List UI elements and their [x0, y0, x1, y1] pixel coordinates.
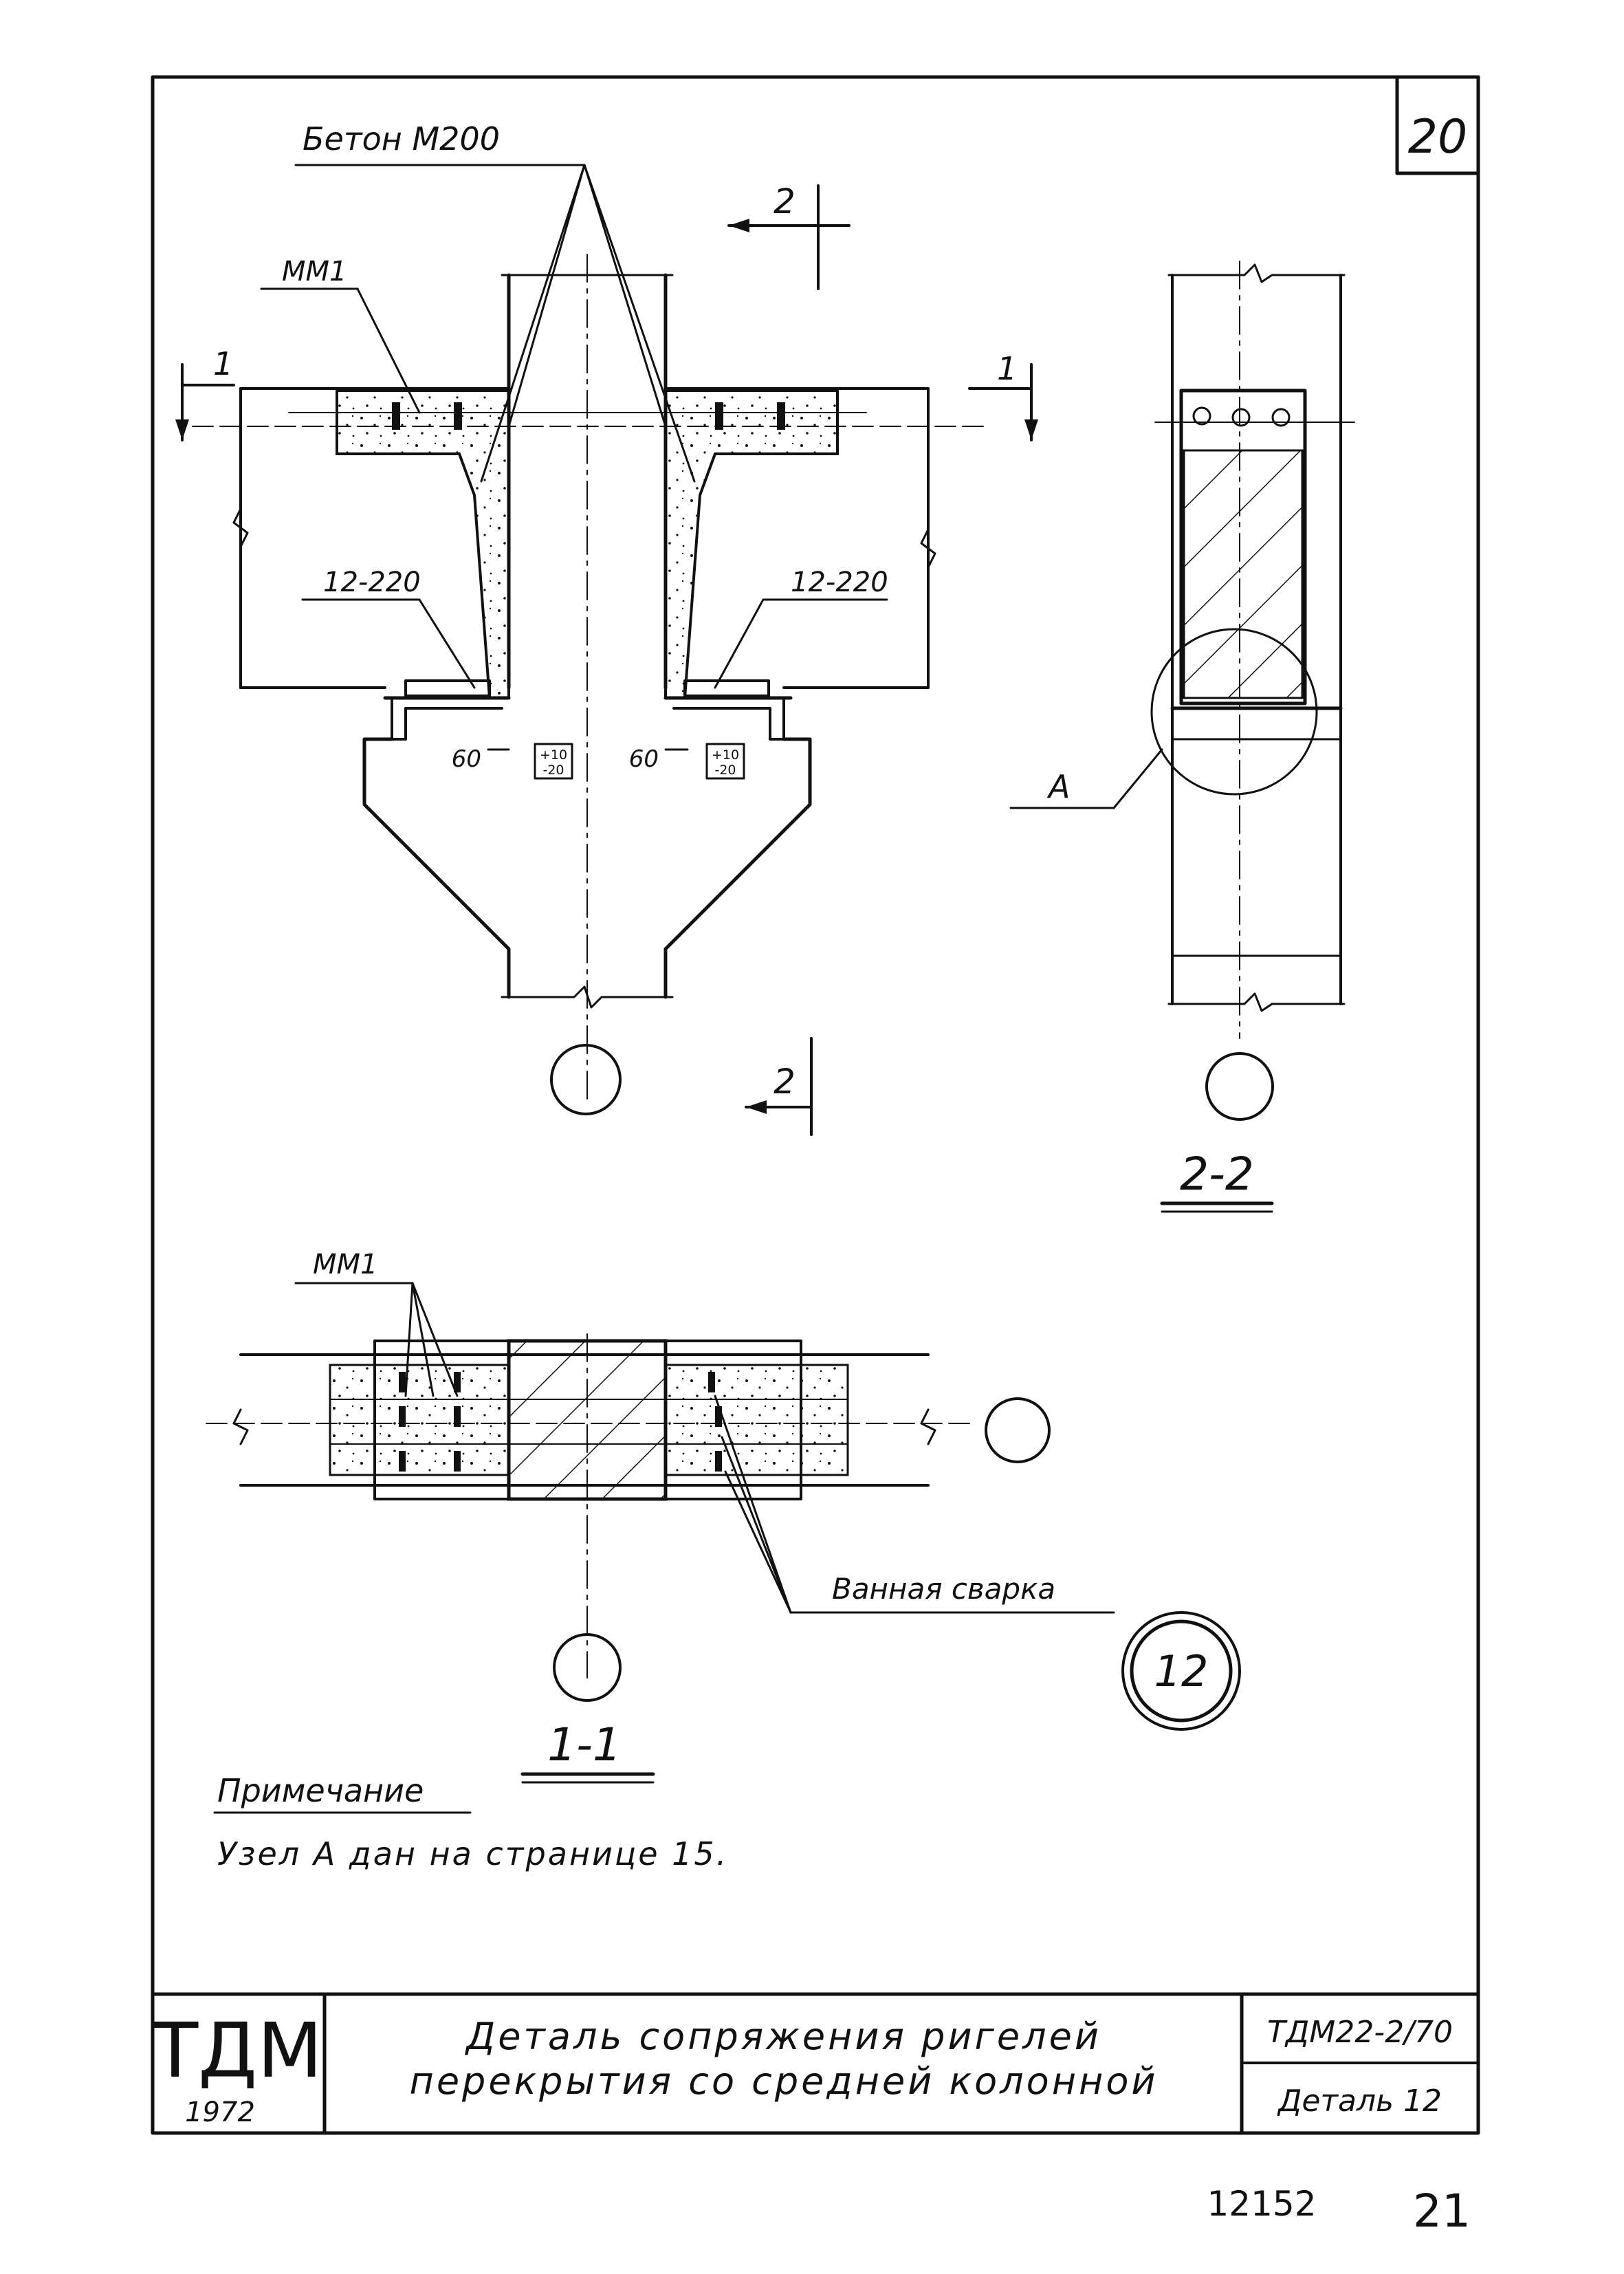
axis-bubble-main	[550, 1044, 622, 1115]
rebar-top-left	[392, 402, 462, 430]
page-number-box: 20	[1395, 75, 1480, 175]
mesh-top-label: ММ1	[282, 256, 347, 287]
axis-bubble-plan-right	[985, 1397, 1051, 1463]
rebar-plan-right	[708, 1372, 722, 1472]
section-2-2-view: А 2-2	[1009, 261, 1355, 1213]
bath-weld-label: Ванная сварка	[832, 1572, 1055, 1606]
cut2-bottom-num: 2	[773, 1062, 795, 1102]
mesh-plan-label: ММ1	[313, 1249, 377, 1280]
axis-bubble-plan-bottom	[553, 1633, 622, 1702]
cut1-left-num: 1	[213, 345, 233, 382]
detail-number: 12	[1154, 1646, 1209, 1696]
concrete-label: Бетон М200	[303, 120, 500, 157]
cut1-right-num: 1	[997, 350, 1017, 387]
title-year: 1972	[185, 2097, 255, 2128]
section-1-1-title: 1-1	[547, 1718, 622, 1771]
note-title: Примечание	[217, 1772, 424, 1809]
detail-number-badge: 12	[1121, 1611, 1241, 1731]
rebar-top-right	[715, 402, 785, 430]
note-text: Узел А дан на странице 15.	[217, 1835, 728, 1872]
gap-dimension-left: 60 +10 -20	[452, 743, 573, 780]
sheet-name: Деталь 12	[1277, 2084, 1442, 2119]
section-2-2-title: 2-2	[1180, 1148, 1254, 1201]
tol-left-bot: -20	[542, 763, 564, 778]
gap-left-label: 60	[452, 745, 481, 773]
node-label: А	[1046, 768, 1070, 805]
node-a-circle	[1150, 628, 1318, 796]
tol-right-bot: -20	[714, 763, 736, 778]
sheet-frame	[151, 75, 1480, 2135]
tol-right-top: +10	[712, 747, 739, 763]
gap-dimension-right: 60 +10 -20	[629, 743, 745, 780]
axis-bubble-2-2	[1205, 1052, 1274, 1121]
weld-right-label: 12-220	[791, 567, 888, 598]
title-line-1: Деталь сопряжения ригелей	[465, 2015, 1101, 2058]
cut-marker-1-left: 1	[175, 345, 235, 441]
cut-marker-1-right: 1	[968, 350, 1038, 441]
weld-left-label: 12-220	[323, 567, 421, 598]
note-block: Примечание Узел А дан на странице 15.	[213, 1772, 728, 1872]
gap-right-label: 60	[629, 745, 659, 773]
rebar-plan-left	[399, 1372, 461, 1472]
title-line-2: перекрытия со средней колонной	[410, 2059, 1159, 2103]
org-logo: ТДМ	[151, 2007, 322, 2095]
elevation-view: 60 +10 -20 60 +10 -20 Бетон М200 ММ1 12-…	[175, 120, 1038, 1136]
title-block: ТДМ 1972 Деталь сопряжения ригелей перек…	[151, 1992, 1480, 2135]
cut-marker-2-top: 2	[727, 182, 851, 290]
doc-code: ТДМ22-2/70	[1267, 2015, 1453, 2050]
footer-page-number: 21	[1413, 2185, 1471, 2238]
cut-marker-2-bottom: 2	[745, 1037, 813, 1136]
section-1-1-view: ММ1 Ванная сварка 1-1	[206, 1249, 1115, 1784]
tol-left-top: +10	[540, 747, 567, 763]
page-number: 20	[1408, 110, 1468, 164]
footer-archive-number: 12152	[1207, 2184, 1316, 2224]
cut2-top-num: 2	[773, 182, 795, 221]
